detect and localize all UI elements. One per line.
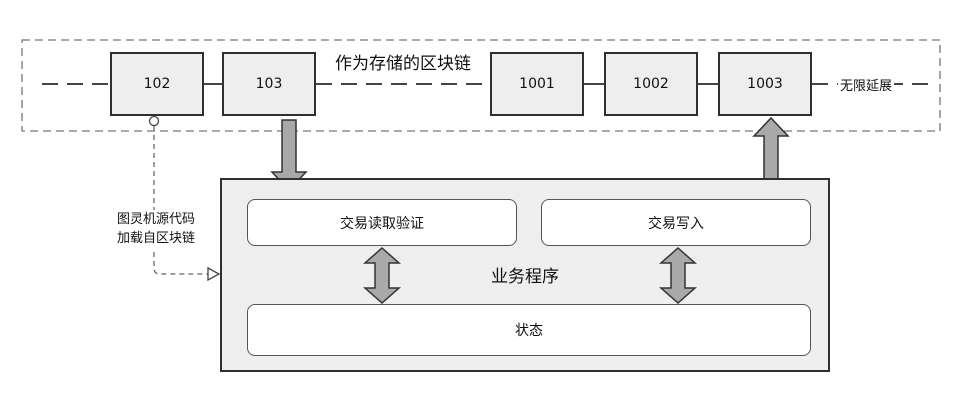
chain-container (21, 39, 941, 132)
chain-title: 作为存储的区块链 (318, 49, 488, 74)
block-1001: 1001 (490, 52, 584, 116)
block-103: 103 (222, 52, 316, 116)
state-box: 状态 (247, 304, 811, 356)
infinite-extension-label: 无限延展 (838, 75, 895, 94)
loader-label: 图灵机源代码 加载自区块链 (103, 210, 209, 248)
block-1003: 1003 (718, 52, 812, 116)
write-box: 交易写入 (541, 199, 811, 246)
loader-label-line2: 加载自区块链 (116, 231, 195, 246)
loader-connector-line (153, 126, 208, 275)
read-verify-box: 交易读取验证 (247, 199, 517, 246)
loader-connector-arrowhead (207, 266, 221, 282)
block-102: 102 (110, 52, 204, 116)
business-program-title: 业务程序 (491, 267, 559, 287)
block-1002: 1002 (604, 52, 698, 116)
loader-connector-origin (148, 115, 160, 127)
loader-label-line1: 图灵机源代码 (116, 212, 195, 227)
